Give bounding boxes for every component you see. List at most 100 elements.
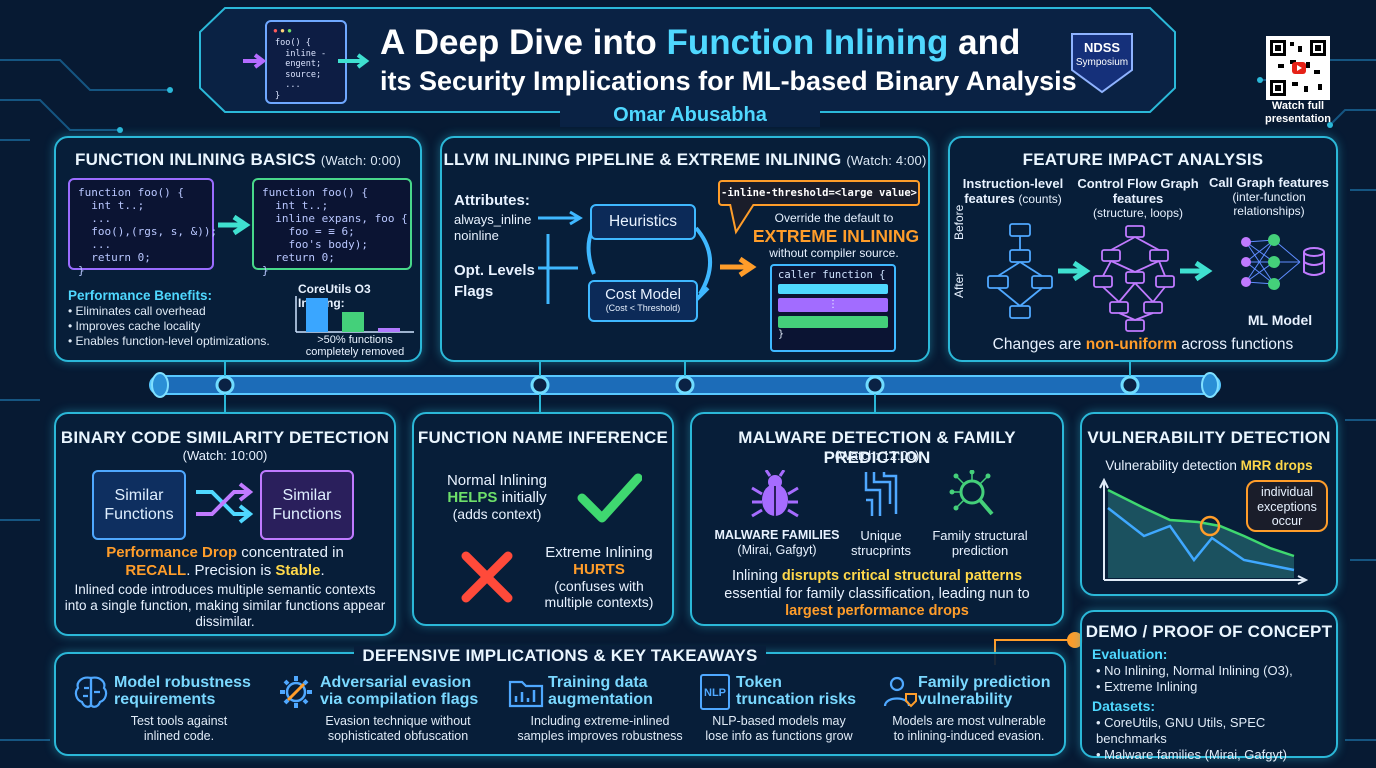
checkmark-icon xyxy=(577,473,642,523)
malware-description: Inlining disrupts critical structural pa… xyxy=(724,568,1030,619)
col-callgraph: Call Graph features (inter-function rela… xyxy=(1209,175,1329,219)
list-item: Extreme Inlining xyxy=(1096,679,1293,695)
watch-label: (Watch: 12:00) xyxy=(834,448,920,463)
qr-code-icon xyxy=(1270,40,1326,96)
list-item: Enables function-level optimizations. xyxy=(68,334,270,349)
header-arrow-in-icon xyxy=(243,53,267,69)
col-cfg: Control Flow Graph features (structure, … xyxy=(1077,176,1199,220)
author-name: Omar Abusabha xyxy=(560,104,820,127)
code-line: foo() { xyxy=(275,38,311,48)
cfg-flow-icon xyxy=(987,223,1053,319)
panel-title: VULNERABILITY DETECTION xyxy=(1087,428,1331,447)
panel-title: BINARY CODE SIMILARITY DETECTION xyxy=(60,428,390,447)
code-line: int t..; xyxy=(262,199,329,212)
code-line: return 0; xyxy=(262,251,335,264)
bar-extreme xyxy=(378,328,400,332)
code-line: } xyxy=(262,264,269,277)
evaluation-label: Evaluation: xyxy=(1092,646,1168,662)
code-line: ... xyxy=(275,80,301,90)
panel-demo-proof-of-concept: DEMO / PROOF OF CONCEPT Evaluation: No I… xyxy=(1080,610,1338,762)
panel-title: FUNCTION INLINING BASICS (Watch: 0:00) xyxy=(74,150,401,169)
list-item: No Inlining, Normal Inlining (O3), xyxy=(1096,663,1293,679)
code-line: ... xyxy=(78,238,112,251)
panel-feature-impact: FEATURE IMPACT ANALYSIS Instruction-leve… xyxy=(948,136,1338,362)
cross-icon xyxy=(461,551,513,603)
bug-icon xyxy=(751,470,799,518)
panel-name-inference: FUNCTION NAME INFERENCE Normal Inlining … xyxy=(412,412,674,626)
list-item: Eliminates call overhead xyxy=(68,304,270,319)
panel-title: FUNCTION NAME INFERENCE xyxy=(417,428,669,447)
ml-model-label: ML Model xyxy=(1247,312,1313,328)
page-subtitle: its Security Implications for ML-based B… xyxy=(380,66,1077,96)
code-line: source; xyxy=(275,69,322,80)
cfg-graph-icon xyxy=(1093,225,1175,332)
panel-key-takeaways: DEFENSIVE IMPLICATIONS & KEY TAKEAWAYS M… xyxy=(54,646,1066,756)
benefits-title: Performance Benefits: xyxy=(68,288,213,303)
window-dots-icon: ● ● ● xyxy=(273,26,292,35)
panel-title: DEMO / PROOF OF CONCEPT xyxy=(1085,622,1333,641)
header-arrow-out-icon xyxy=(338,53,370,69)
attribute-item: noinline xyxy=(454,228,499,243)
similar-functions-right: Similar Functions xyxy=(260,470,354,540)
code-line: ... xyxy=(78,212,112,225)
code-line: return 0; xyxy=(78,251,151,264)
bar-o3 xyxy=(342,312,364,332)
ndss-badge: NDSS Symposium xyxy=(1066,30,1138,94)
non-uniform-note: Changes are non-uniform across functions xyxy=(992,336,1294,353)
cost-model-box: Cost Model (Cost < Threshold) xyxy=(588,280,698,322)
header-code-snippet: foo() { inline - engent; source; ...} xyxy=(275,38,326,101)
nlp-document-icon: NLP xyxy=(700,674,730,710)
flag-callout-tail xyxy=(729,204,755,235)
code-line: function foo() { xyxy=(78,186,184,199)
arrow-right-orange-icon xyxy=(720,256,757,278)
panel-title: LLVM INLINING PIPELINE & EXTREME INLININ… xyxy=(443,150,927,169)
gear-wrench-icon xyxy=(280,676,312,708)
code-line: engent; xyxy=(275,59,322,69)
swap-arrows-icon xyxy=(196,482,254,524)
vuln-subtitle: Vulnerability detection MRR drops xyxy=(1105,458,1313,473)
attributes-label: Attributes: xyxy=(454,192,530,209)
panel-llvm-pipeline: LLVM INLINING PIPELINE & EXTREME INLININ… xyxy=(440,136,930,362)
user-shield-icon xyxy=(883,676,917,708)
panel-title: MALWARE DETECTION & FAMILY PREDICTION xyxy=(738,428,1016,467)
attribute-item: always_inline xyxy=(454,212,532,227)
malware-families-label: MALWARE FAMILIES(Mirai, Gafgyt) xyxy=(714,528,840,557)
panel-title: DEFENSIVE IMPLICATIONS & KEY TAKEAWAYS xyxy=(56,646,1064,666)
datasets-label: Datasets: xyxy=(1092,698,1156,714)
watch-label: (Watch: 10:00) xyxy=(182,448,268,463)
panel-inlining-basics: FUNCTION INLINING BASICS (Watch: 0:00) f… xyxy=(54,136,422,362)
extreme-inlining-text: Extreme Inlining HURTS (confuses with mu… xyxy=(544,544,654,610)
benefits-list: Eliminates call overheadImproves cache l… xyxy=(68,304,270,349)
code-line: inline expans, foo { xyxy=(262,212,408,225)
panel-title: FEATURE IMPACT ANALYSIS xyxy=(1022,150,1264,169)
panel-malware-detection: MALWARE DETECTION & FAMILY PREDICTION (W… xyxy=(690,412,1064,626)
code-line: } xyxy=(78,264,85,277)
arrow-right-icon xyxy=(1180,260,1213,282)
fingerprint-circuit-icon xyxy=(864,472,898,516)
override-text: Override the default to xyxy=(774,211,894,225)
after-label: After xyxy=(952,272,966,298)
code-after: function foo() { int t..; inline expans,… xyxy=(252,178,412,277)
list-item: CoreUtils, GNU Utils, SPEC benchmarks xyxy=(1096,715,1336,747)
list-item: Improves cache locality xyxy=(68,319,270,334)
code-line: inline - xyxy=(275,48,327,59)
without-source-text: without compiler source. xyxy=(769,246,899,260)
qr-code[interactable] xyxy=(1266,36,1330,100)
folder-chart-icon xyxy=(508,680,544,708)
code-line: foo's body); xyxy=(262,238,368,251)
mrr-drop-chart xyxy=(1099,478,1308,585)
caller-function-code: caller function { ⋮ } xyxy=(770,264,896,352)
